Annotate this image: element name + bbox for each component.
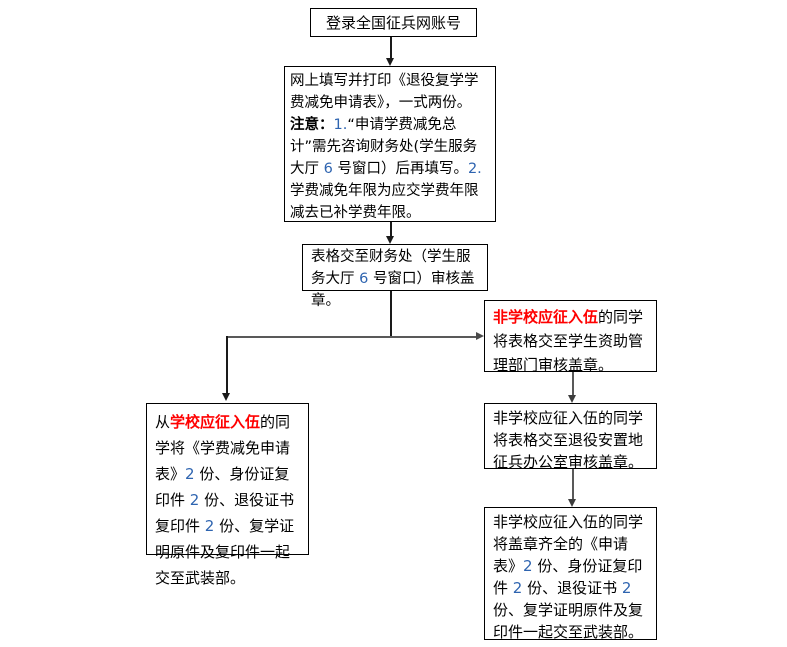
arrow-down-icon xyxy=(386,236,394,244)
arrow-down-icon xyxy=(568,395,576,403)
flow-box-login: 登录全国征兵网账号 xyxy=(310,8,477,37)
connector-finance-trunk xyxy=(390,291,392,337)
arrow-right-icon xyxy=(476,332,484,340)
connector-branch-horizontal xyxy=(227,336,477,338)
arrow-down-icon xyxy=(386,58,394,66)
arrow-down-icon xyxy=(568,499,576,507)
flow-box-fill-form-text: 网上填写并打印《退役复学学费减免申请表》，一式两份。 注意：1.“申请学费减免总… xyxy=(290,73,482,221)
arrow-down-icon xyxy=(222,393,230,401)
flow-box-enlisted-from-school: 从学校应征入伍的同学将《学费减免申请表》2 份、身份证复印件 2 份、退役证书复… xyxy=(146,403,309,587)
flow-box-submit-armed-forces-dept-text: 非学校应征入伍的同学将盖章齐全的《申请表》2 份、身份证复印件 2 份、退役证书… xyxy=(493,513,644,641)
connector-branch-to-left-school xyxy=(226,336,228,394)
flow-box-student-aid-stamp-text: 非学校应征入伍的同学将表格交至学生资助管理部门审核盖章。 xyxy=(493,308,644,374)
flow-box-placement-office-stamp: 非学校应征入伍的同学将表格交至退役安置地征兵办公室审核盖章。 xyxy=(484,403,657,471)
connector-login-to-form xyxy=(390,37,392,60)
flow-box-placement-office-stamp-text: 非学校应征入伍的同学将表格交至退役安置地征兵办公室审核盖章。 xyxy=(493,409,644,471)
flow-box-finance-stamp: 表格交至财务处（学生服务大厅 6 号窗口）审核盖章。 xyxy=(302,244,488,309)
connector-placement-to-final xyxy=(572,469,574,500)
flow-box-submit-armed-forces-dept: 非学校应征入伍的同学将盖章齐全的《申请表》2 份、身份证复印件 2 份、退役证书… xyxy=(484,507,657,641)
connector-form-to-finance xyxy=(390,222,392,238)
connector-aid-to-placement xyxy=(572,372,574,396)
flow-box-student-aid-stamp: 非学校应征入伍的同学将表格交至学生资助管理部门审核盖章。 xyxy=(484,300,657,374)
flow-box-finance-stamp-text: 表格交至财务处（学生服务大厅 6 号窗口）审核盖章。 xyxy=(311,249,475,309)
flow-box-login-text: 登录全国征兵网账号 xyxy=(325,14,461,32)
flow-box-enlisted-from-school-text: 从学校应征入伍的同学将《学费减免申请表》2 份、身份证复印件 2 份、退役证书复… xyxy=(155,413,295,587)
flow-box-fill-form: 网上填写并打印《退役复学学费减免申请表》，一式两份。 注意：1.“申请学费减免总… xyxy=(284,66,496,222)
